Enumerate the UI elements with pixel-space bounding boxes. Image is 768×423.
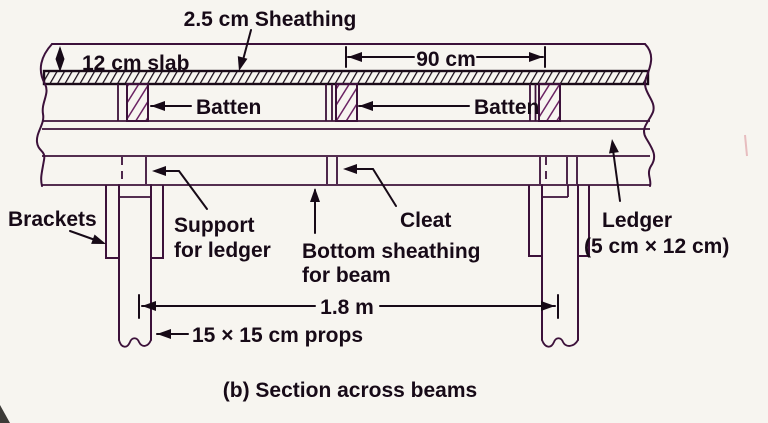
prop-right-break xyxy=(541,337,579,348)
sheathing-joint-right xyxy=(529,84,537,121)
slab-thickness-arrow xyxy=(55,46,65,72)
prop-spacing-dimension xyxy=(138,294,559,319)
slab-label: 12 cm slab xyxy=(82,52,189,75)
ledger-size-label: (5 cm × 12 cm) xyxy=(584,235,729,258)
props-label: 15 × 15 cm props xyxy=(192,324,363,347)
support-label-line1: Support xyxy=(174,214,254,237)
cleat-arrow xyxy=(343,164,397,207)
batten-spacing-dimension xyxy=(345,46,546,68)
left-break-edge xyxy=(35,43,53,187)
ledger-arrow xyxy=(608,139,621,202)
sheathing-label: 2.5 cm Sheathing xyxy=(184,8,357,31)
batten-left-label: Batten xyxy=(196,96,261,119)
scan-artifact xyxy=(744,134,748,157)
batten-middle xyxy=(335,83,358,122)
batten-spacing-label: 90 cm xyxy=(416,48,476,71)
batten-left-arrow xyxy=(150,101,192,111)
formwork-structure xyxy=(35,43,656,348)
support-label-line2: for ledger xyxy=(174,239,271,262)
support-for-ledger-arrow xyxy=(152,166,208,210)
bottom-sheathing-label-line2: for beam xyxy=(302,264,391,287)
ledger-label: Ledger xyxy=(602,209,672,232)
labels: 2.5 cm Sheathing 12 cm slab 90 cm Batten… xyxy=(8,8,729,402)
batten-left xyxy=(126,83,149,122)
bracket-right xyxy=(528,185,590,257)
bottom-sheathing-arrow xyxy=(310,188,320,234)
prop-left-break xyxy=(118,337,152,348)
support-edge-right-b xyxy=(566,157,578,184)
brackets-arrow xyxy=(69,230,106,244)
sheathing-leader-arrow xyxy=(237,29,252,71)
prop-right xyxy=(541,184,579,348)
prop-spacing-label: 1.8 m xyxy=(320,296,374,319)
prop-left xyxy=(118,184,152,348)
page-corner-shadow xyxy=(0,405,10,423)
cleat-lines xyxy=(326,157,338,184)
batten-right xyxy=(538,83,561,122)
bracket-left xyxy=(105,185,164,259)
bottom-sheathing-label-line1: Bottom sheathing xyxy=(302,240,481,263)
annotations xyxy=(55,29,621,339)
right-break-edge xyxy=(643,43,656,187)
props-arrow xyxy=(156,329,189,339)
sheathing-joint-middle xyxy=(325,84,333,121)
cleat-label: Cleat xyxy=(400,209,451,232)
brackets-label: Brackets xyxy=(8,208,97,231)
batten-middle-label: Batten xyxy=(474,96,539,119)
batten-middle-arrow xyxy=(358,101,470,111)
figure-caption: (b) Section across beams xyxy=(223,379,477,402)
